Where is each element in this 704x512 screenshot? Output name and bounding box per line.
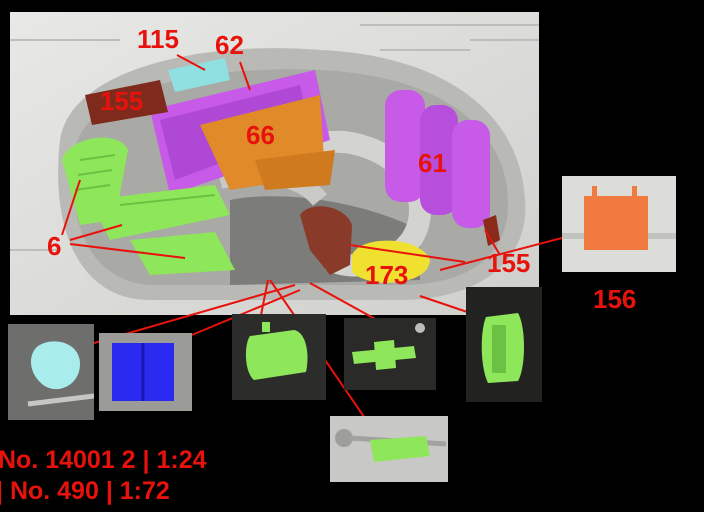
callout-61: 61 bbox=[418, 148, 447, 178]
callout-62: 62 bbox=[215, 30, 244, 60]
callout-115: 115 bbox=[137, 24, 179, 54]
orange-part-photo bbox=[562, 176, 676, 272]
callout-173: 173 bbox=[365, 260, 409, 290]
green-sprue-photo bbox=[330, 416, 448, 482]
product-line-1: No. 14001 2 | 1:24 bbox=[0, 446, 207, 474]
green-box-photo bbox=[232, 314, 326, 400]
callout-66: 66 bbox=[246, 120, 275, 150]
callout-156: 156 bbox=[593, 284, 637, 314]
green-gun-photo bbox=[344, 318, 436, 390]
green-drum-photo bbox=[466, 287, 542, 402]
product-line-2: | No. 490 | 1:72 bbox=[0, 477, 170, 505]
blue-part-photo bbox=[99, 333, 192, 411]
callout-155-right: 155 bbox=[487, 248, 531, 278]
cyan-part-photo bbox=[8, 324, 94, 420]
callout-6: 6 bbox=[47, 231, 62, 261]
callout-155-left: 155 bbox=[100, 86, 144, 116]
